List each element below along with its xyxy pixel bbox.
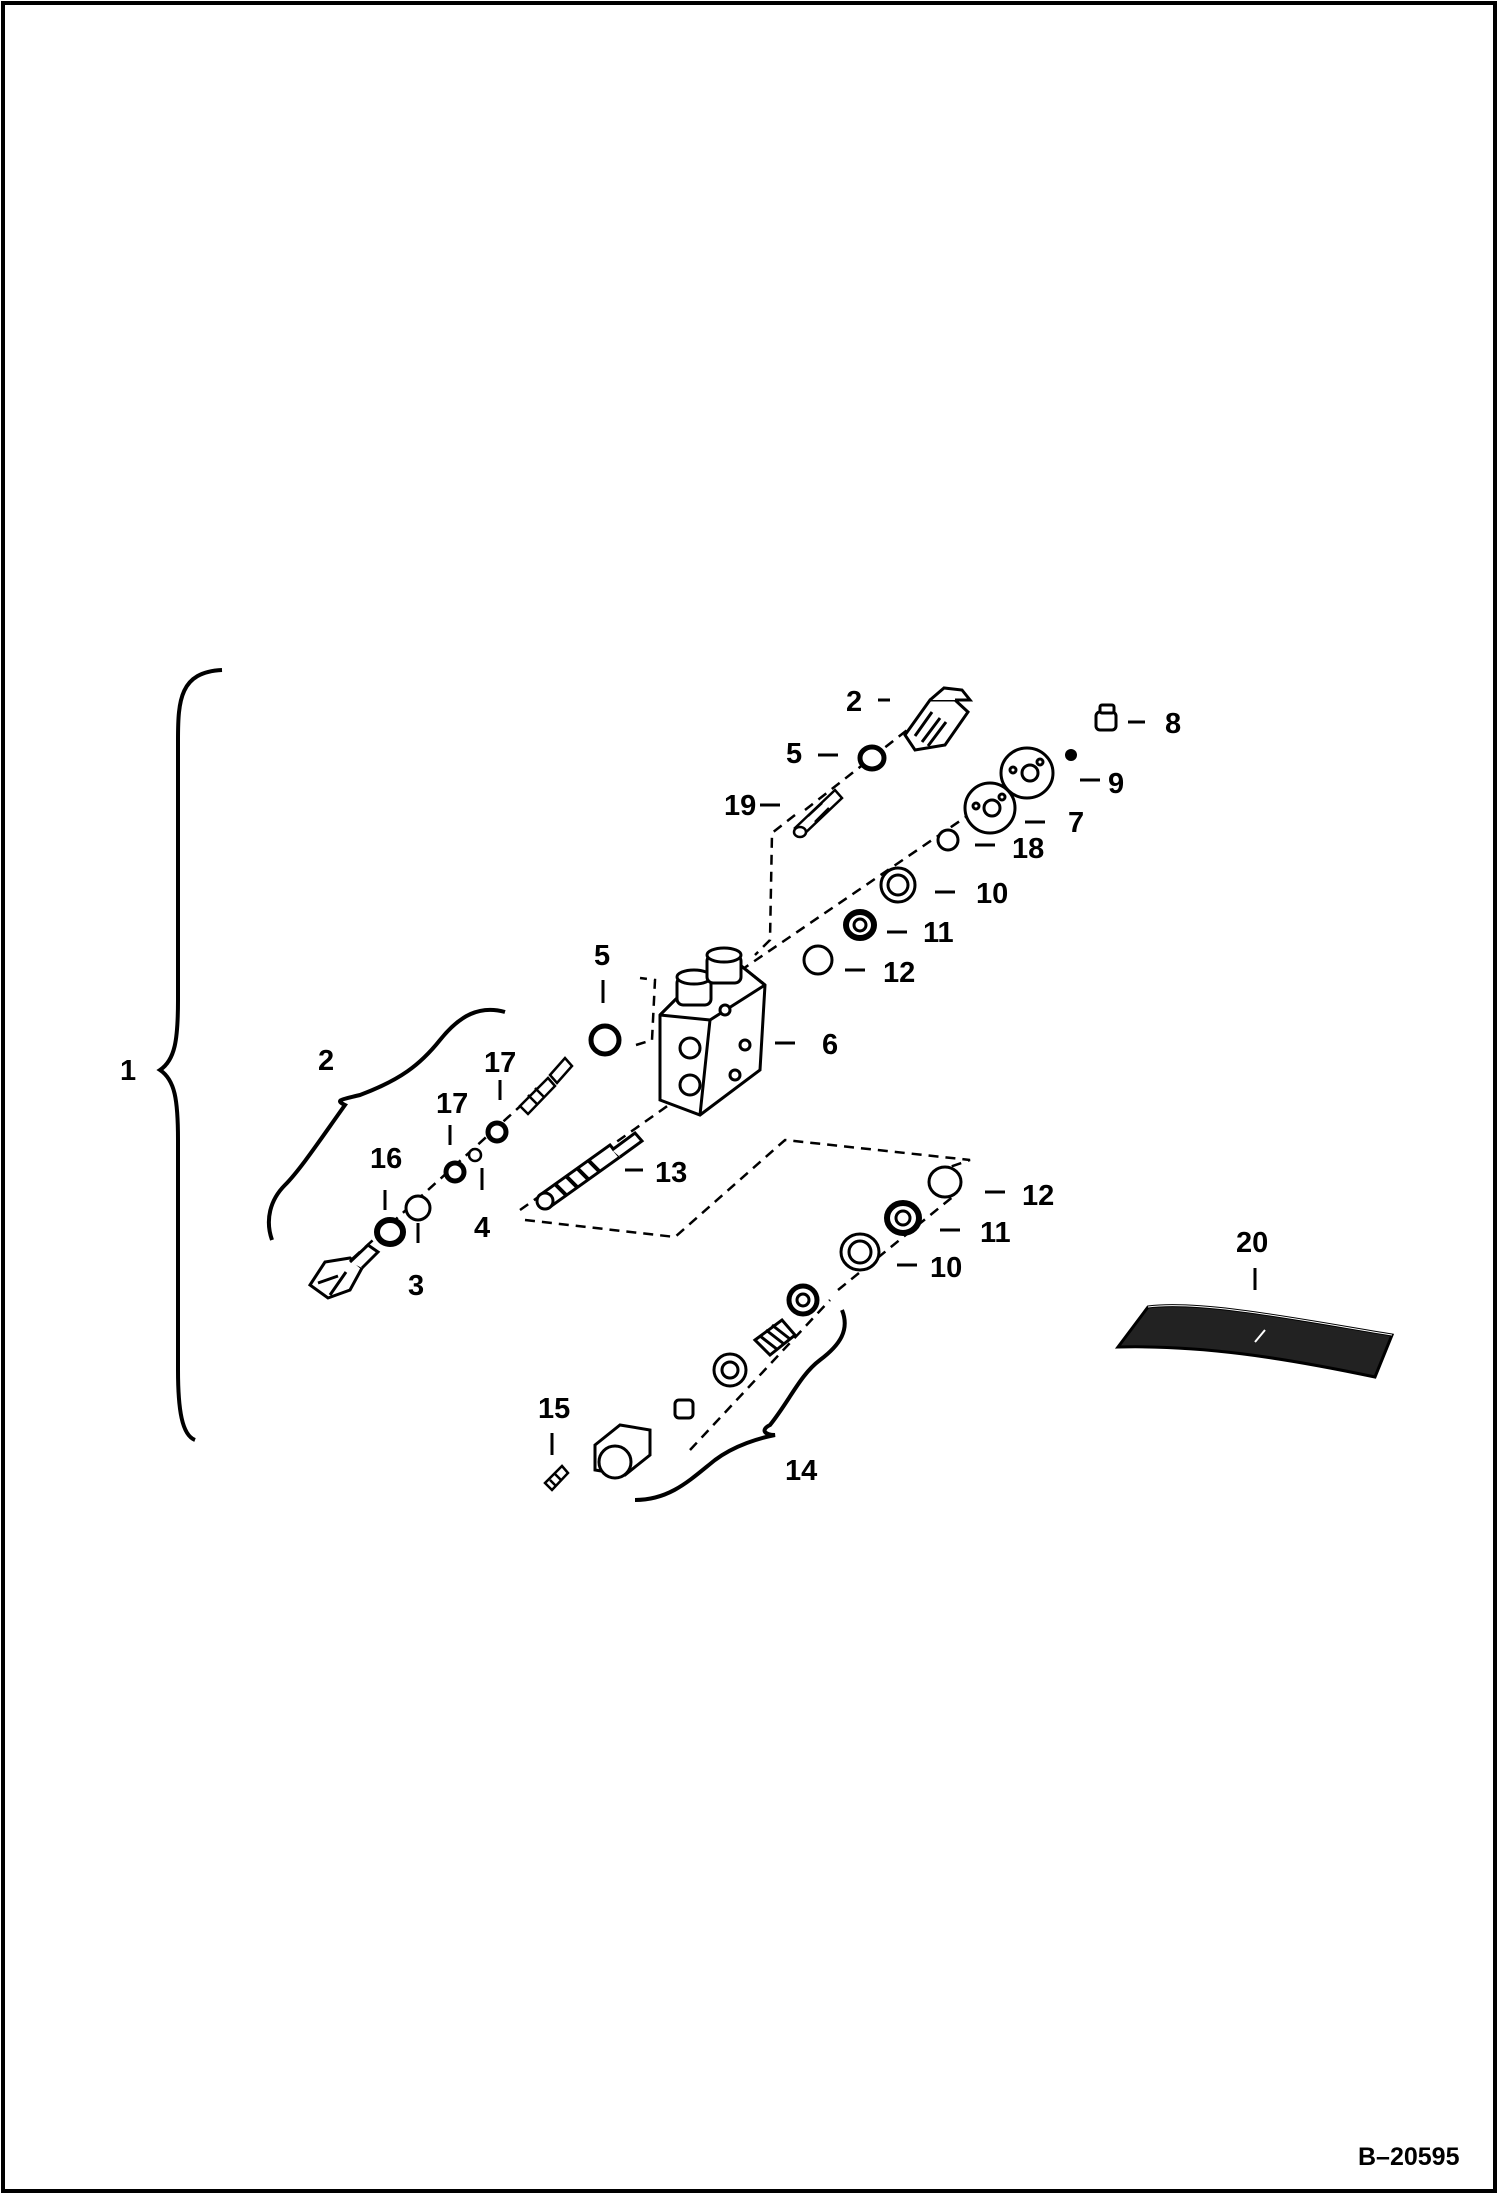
seal-kit-20 (1114, 1304, 1395, 1379)
callout-12-upper: 12 (883, 957, 915, 989)
callout-9: 9 (1108, 768, 1124, 800)
callout-7: 7 (1068, 807, 1084, 839)
callout-14: 14 (785, 1455, 817, 1487)
callout-20: 20 (1236, 1227, 1268, 1259)
o-ring-5-mid (588, 1023, 622, 1057)
callout-3: 3 (408, 1270, 424, 1302)
callout-12-lower: 12 (1022, 1180, 1054, 1212)
group-brace-14 (634, 1309, 847, 1502)
plate-9 (999, 746, 1055, 800)
leader-lines (383, 698, 1257, 1455)
callout-15: 15 (538, 1393, 570, 1425)
group-brace-2 (266, 1007, 506, 1241)
callout-10-upper: 10 (976, 878, 1008, 910)
seal-17-a (485, 1120, 509, 1144)
callout-16: 16 (370, 1143, 402, 1175)
o-ring-5-top (857, 744, 887, 772)
callout-11-lower: 11 (980, 1217, 1011, 1249)
ring-3 (404, 1194, 432, 1222)
callout-4: 4 (474, 1212, 490, 1244)
callout-8: 8 (1165, 708, 1181, 740)
seal-11-lower (884, 1200, 922, 1236)
ring-4 (467, 1147, 483, 1163)
seal-16 (374, 1217, 406, 1247)
callout-5-mid: 5 (594, 940, 610, 972)
callout-5-top: 5 (786, 738, 802, 770)
seal-9 (1065, 749, 1077, 761)
seal-11-upper (843, 909, 877, 941)
plate-7 (963, 781, 1017, 835)
ring-12-lower (927, 1165, 963, 1199)
seal-10-upper (879, 866, 917, 904)
callout-17-b: 17 (436, 1088, 468, 1120)
callout-10-lower: 10 (930, 1252, 962, 1284)
valve-body (658, 946, 767, 1117)
fitting-small (518, 1056, 574, 1116)
callout-2-top: 2 (846, 686, 862, 718)
ring-12-upper (802, 944, 834, 976)
callout-1: 1 (120, 1055, 136, 1087)
plug-8 (1094, 703, 1118, 732)
spool-13 (535, 1130, 645, 1211)
callout-18: 18 (1012, 833, 1044, 865)
seal-17-b (443, 1160, 467, 1184)
assembly-brace-1 (156, 668, 223, 1442)
callout-6: 6 (822, 1029, 838, 1061)
spring-cap-group-14 (673, 1283, 820, 1420)
callout-2-group: 2 (318, 1045, 334, 1077)
end-cap (593, 1423, 652, 1480)
callout-13: 13 (655, 1157, 687, 1189)
ring-18 (936, 828, 960, 852)
drawing-reference: B–20595 (1358, 2143, 1460, 2171)
callout-17-a: 17 (484, 1047, 516, 1079)
screw-15 (543, 1464, 570, 1492)
callout-19: 19 (724, 790, 756, 822)
callout-11-upper: 11 (923, 917, 954, 949)
relief-cartridge (307, 1243, 381, 1300)
seal-10-lower (839, 1232, 881, 1272)
fitting-19 (792, 788, 844, 839)
fitting-2 (903, 686, 974, 752)
